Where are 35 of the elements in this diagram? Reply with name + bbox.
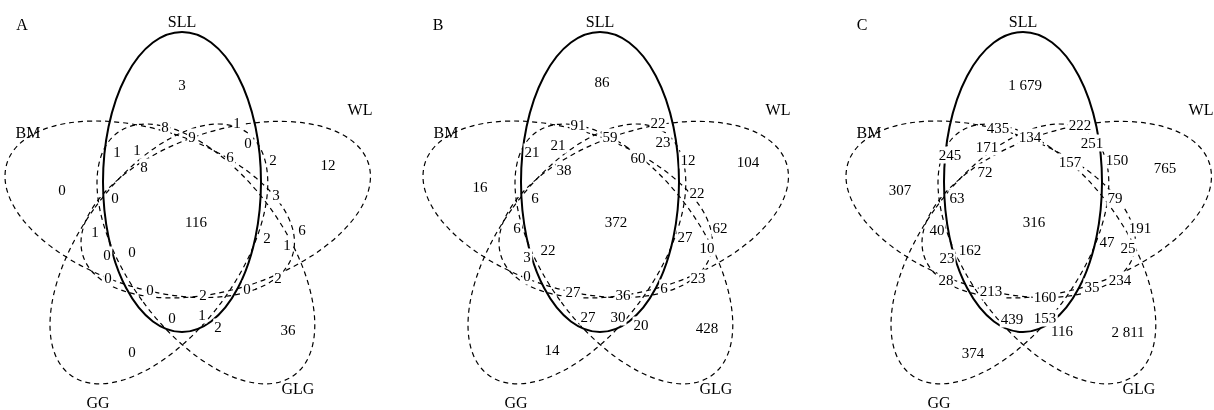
set-label: SLL — [1008, 14, 1038, 30]
region-count: 35 — [1083, 278, 1101, 296]
set-label: BM — [15, 125, 41, 141]
set-label: GLG — [699, 381, 733, 397]
region-count: 6 — [659, 279, 669, 297]
region-count: 245 — [937, 146, 963, 164]
region-count: 191 — [1127, 219, 1153, 237]
set-label: WL — [1188, 102, 1214, 118]
set-label: BM — [856, 125, 882, 141]
set-label: WL — [765, 102, 791, 118]
panel-letter: C — [856, 17, 868, 33]
region-count: 28 — [937, 271, 955, 289]
region-count: 12 — [679, 151, 697, 169]
region-count: 79 — [1106, 189, 1124, 207]
region-count: 251 — [1079, 134, 1105, 152]
set-label: GG — [927, 395, 951, 410]
region-count: 25 — [1119, 239, 1137, 257]
set-label: WL — [347, 102, 373, 118]
region-count: 134 — [1017, 128, 1043, 146]
panel-letter: B — [432, 17, 444, 33]
set-label: GLG — [1122, 381, 1156, 397]
set-label: GG — [86, 395, 110, 410]
set-label: GG — [504, 395, 528, 410]
region-count: 60 — [629, 149, 647, 167]
region-count: 59 — [601, 128, 619, 146]
panel-letter: A — [16, 17, 28, 33]
set-label: GLG — [281, 381, 315, 397]
set-label: SLL — [585, 14, 615, 30]
set-label: SLL — [167, 14, 197, 30]
region-count: 23 — [938, 249, 956, 267]
set-label: BM — [433, 125, 459, 141]
region-count: 10 — [698, 239, 716, 257]
region-count: 9 — [187, 128, 197, 146]
region-count: 153 — [1032, 309, 1058, 327]
region-count: 157 — [1057, 153, 1083, 171]
